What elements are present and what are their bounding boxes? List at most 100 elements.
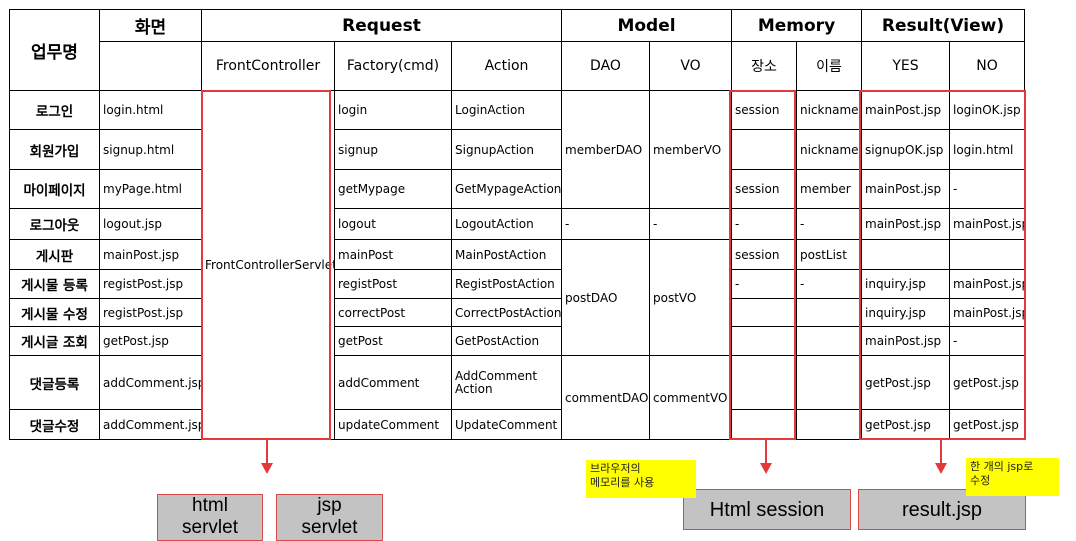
row-screen: logout.jsp	[99, 208, 201, 239]
html-session-label: Html session	[709, 498, 825, 521]
row-factory-cmd: logout	[334, 208, 451, 239]
row-action: LogoutAction	[451, 208, 561, 239]
one-jsp-note: 한 개의 jsp로 수정	[966, 458, 1059, 496]
header-request: Request	[201, 9, 561, 41]
row-screen: addComment.jsp	[99, 409, 201, 440]
row-action: AddComment Action	[451, 355, 561, 409]
row-memory-name	[796, 298, 861, 326]
subheader-cell: 이름	[796, 41, 861, 90]
subheader-cell: FrontController	[201, 41, 334, 90]
subheader-cell: DAO	[561, 41, 649, 90]
result-view-highlight	[859, 90, 1026, 440]
post-vo-cell: postVO	[649, 239, 731, 355]
row-task: 댓글등록	[9, 355, 99, 409]
row-result-yes: inquiry.jsp	[861, 269, 949, 298]
header-memory: Memory	[731, 9, 861, 41]
row-memory-name	[796, 409, 861, 440]
row-task: 게시판	[9, 239, 99, 269]
row-memory-name	[796, 326, 861, 355]
row-screen: getPost.jsp	[99, 326, 201, 355]
html-servlet-box: html servlet	[157, 494, 263, 541]
row-task: 게시물 수정	[9, 298, 99, 326]
row-result-yes	[861, 239, 949, 269]
row-task: 게시물 등록	[9, 269, 99, 298]
row-factory-cmd: mainPost	[334, 239, 451, 269]
row-memory-place	[731, 355, 796, 409]
row-screen: myPage.html	[99, 169, 201, 208]
subheader-cell: YES	[861, 41, 949, 90]
row-memory-place: session	[731, 169, 796, 208]
subheader-cell: NO	[949, 41, 1025, 90]
row-memory-place	[731, 298, 796, 326]
row-factory-cmd: updateComment	[334, 409, 451, 440]
memory-place-highlight	[729, 90, 796, 440]
row-memory-place: -	[731, 208, 796, 239]
row-result-yes: getPost.jsp	[861, 355, 949, 409]
subheader-screen-empty	[99, 41, 201, 90]
jsp-servlet-line1: jsp	[317, 495, 342, 516]
row-memory-place: session	[731, 239, 796, 269]
row-task: 댓글수정	[9, 409, 99, 440]
row-result-yes: mainPost.jsp	[861, 169, 949, 208]
row-action: CorrectPostAction	[451, 298, 561, 326]
row-memory-name: member	[796, 169, 861, 208]
member-dao-cell: memberDAO	[561, 90, 649, 208]
row-screen: addComment.jsp	[99, 355, 201, 409]
row-memory-name	[796, 355, 861, 409]
row-memory-name: postList	[796, 239, 861, 269]
row-factory-cmd: signup	[334, 129, 451, 169]
row-memory-place	[731, 129, 796, 169]
result-jsp-label: result.jsp	[901, 498, 983, 521]
row-factory-cmd: getPost	[334, 326, 451, 355]
row-action: MainPostAction	[451, 239, 561, 269]
subheader-cell: VO	[649, 41, 731, 90]
row-result-yes: mainPost.jsp	[861, 326, 949, 355]
row-task: 게시글 조회	[9, 326, 99, 355]
row-screen: mainPost.jsp	[99, 239, 201, 269]
row-task: 로그인	[9, 90, 99, 129]
row-action: UpdateComment	[451, 409, 561, 440]
row-memory-place: -	[731, 269, 796, 298]
row-memory-name: nickname	[796, 129, 861, 169]
arrow-to-result	[935, 439, 947, 474]
row-action: GetPostAction	[451, 326, 561, 355]
row-action: RegistPostAction	[451, 269, 561, 298]
header-task: 업무명	[9, 9, 99, 90]
row-factory-cmd: registPost	[334, 269, 451, 298]
comment-vo-cell: commentVO	[649, 355, 731, 440]
row-action: LoginAction	[451, 90, 561, 129]
logout-dao-cell: -	[561, 208, 649, 239]
row-memory-place	[731, 326, 796, 355]
member-vo-cell: memberVO	[649, 90, 731, 208]
row-factory-cmd: getMypage	[334, 169, 451, 208]
row-result-yes: signupOK.jsp	[861, 129, 949, 169]
row-memory-name: nickname	[796, 90, 861, 129]
arrow-to-servlets	[261, 439, 273, 474]
html-servlet-line1: html	[192, 495, 228, 516]
row-factory-cmd: correctPost	[334, 298, 451, 326]
subheader-cell: 장소	[731, 41, 796, 90]
frontcontroller-highlight	[201, 90, 331, 440]
row-screen: registPost.jsp	[99, 269, 201, 298]
row-action: GetMypageAction	[451, 169, 561, 208]
row-screen: registPost.jsp	[99, 298, 201, 326]
html-servlet-line2: servlet	[182, 517, 238, 538]
row-factory-cmd: login	[334, 90, 451, 129]
row-task: 로그아웃	[9, 208, 99, 239]
html-session-box: Html session	[683, 489, 851, 530]
row-screen: signup.html	[99, 129, 201, 169]
header-screen: 화면	[99, 9, 201, 41]
header-model: Model	[561, 9, 731, 41]
row-task: 마이페이지	[9, 169, 99, 208]
row-factory-cmd: addComment	[334, 355, 451, 409]
comment-dao-cell: commentDAO	[561, 355, 649, 440]
jsp-servlet-line2: servlet	[301, 517, 358, 538]
row-task: 회원가입	[9, 129, 99, 169]
jsp-servlet-box: jsp servlet	[276, 494, 383, 541]
row-result-yes: inquiry.jsp	[861, 298, 949, 326]
row-memory-name: -	[796, 208, 861, 239]
subheader-cell: Factory(cmd)	[334, 41, 451, 90]
header-result-view: Result(View)	[861, 9, 1025, 41]
row-memory-name: -	[796, 269, 861, 298]
browser-memory-note: 브라우저의 메모리를 사용	[586, 460, 696, 498]
